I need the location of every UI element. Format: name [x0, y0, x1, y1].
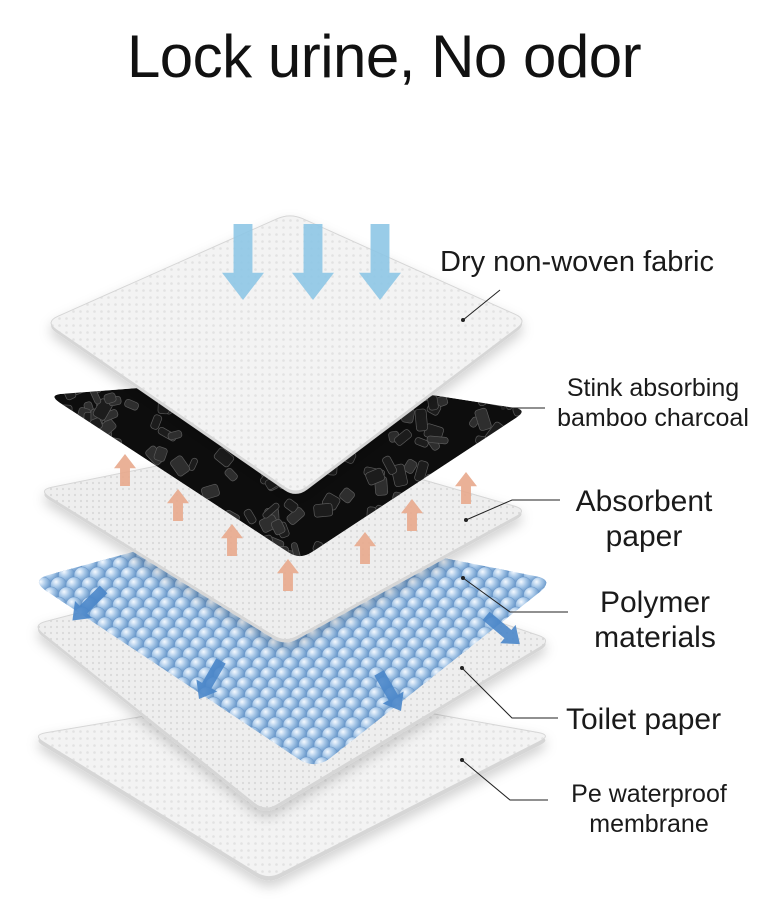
- label-absorbent: Absorbent paper: [556, 484, 732, 555]
- label-line: membrane: [589, 809, 709, 838]
- arrow-outward-icon: [482, 611, 520, 645]
- arrow-up-icon: [167, 489, 189, 521]
- label-line: bamboo charcoal: [557, 403, 749, 432]
- leader-dot: [461, 318, 465, 322]
- arrow-up-icon: [354, 532, 376, 564]
- label-toilet: Toilet paper: [566, 702, 721, 737]
- arrow-up-icon: [277, 559, 299, 591]
- leader-dot: [461, 576, 465, 580]
- leader-pe: [461, 759, 548, 801]
- leader-absorbent: [465, 499, 560, 521]
- label-line: Stink absorbing: [566, 374, 740, 402]
- label-line: Toilet paper: [566, 703, 722, 736]
- arrow-down-icon: [292, 224, 334, 300]
- arrow-up-icon: [221, 524, 243, 556]
- label-dry-fabric: Dry non-woven fabric: [440, 245, 714, 279]
- label-line: Absorbent: [575, 485, 713, 518]
- arrow-up-icon: [401, 499, 423, 531]
- leader-dot: [464, 518, 468, 522]
- label-line: Polymer: [599, 586, 711, 619]
- label-pe: Pe waterproof membrane: [556, 780, 742, 839]
- arrow-outward-icon: [196, 658, 226, 700]
- sheet-dry-fabric: [50, 215, 523, 494]
- leader-polymer: [462, 577, 568, 613]
- arrow-down-icon: [222, 224, 264, 300]
- label-line: materials: [594, 621, 716, 655]
- page-title: Lock urine, No odor: [126, 23, 642, 90]
- label-line: paper: [605, 520, 683, 554]
- label-polymer: Polymer materials: [570, 585, 740, 656]
- arrow-up-icon: [455, 472, 477, 504]
- leader-dot: [460, 666, 464, 670]
- arrow-outward-icon: [72, 585, 108, 621]
- label-line: Dry non-woven fabric: [440, 246, 714, 278]
- arrow-outward-icon: [374, 670, 404, 712]
- leader-toilet: [461, 667, 558, 719]
- leader-dry-fabric: [462, 289, 501, 321]
- leader-dot: [501, 406, 505, 410]
- arrow-down-icon: [359, 224, 401, 300]
- leader-dot: [460, 758, 464, 762]
- label-line: Pe waterproof: [571, 780, 727, 808]
- arrow-up-icon: [114, 454, 136, 486]
- label-charcoal: Stink absorbing bamboo charcoal: [548, 374, 758, 433]
